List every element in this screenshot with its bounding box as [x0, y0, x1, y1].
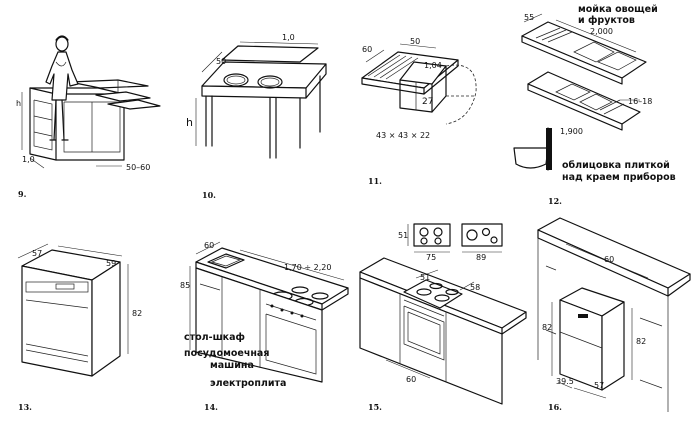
- fig12-tile-hatch: [546, 128, 552, 170]
- fig12-label-bottom: облицовка плиткой: [562, 160, 670, 171]
- fig11-dim-c: 1,04: [424, 61, 442, 70]
- fig12-label-bottom2: над краем приборов: [562, 172, 676, 183]
- fig13-dim-b: 59: [106, 259, 116, 268]
- fig12-number: 12.: [548, 196, 562, 206]
- fig12-label-top: мойка овощей: [578, 4, 658, 15]
- fig11-dim-e: 43 × 43 × 22: [376, 131, 430, 140]
- figure-11: 60 50 1,04 27 43 × 43 × 22 11.: [361, 37, 477, 186]
- fig14-number: 14.: [204, 402, 218, 412]
- fig16-dim-a: 60: [604, 255, 614, 264]
- fig15-dim-d: 51: [420, 273, 430, 282]
- fig16-dim-d: 39.5: [556, 377, 574, 386]
- fig13-dim-c: 82: [132, 309, 142, 318]
- fig9-dim-width: 50–60: [126, 163, 150, 172]
- fig16-dim-c: 82: [636, 337, 646, 346]
- figure-9: h 1,0 50–60 9.: [16, 35, 161, 199]
- fig11-number: 11.: [368, 176, 382, 186]
- fig14-label-stove: электроплита: [210, 378, 286, 389]
- fig15-dim-b: 75: [426, 253, 436, 262]
- fig12-counter-bottom: [527, 71, 641, 125]
- fig12-dim-b: 2,000: [590, 27, 613, 36]
- fig13-dim-a: 57: [32, 249, 42, 258]
- fig16-dim-b: 82: [542, 323, 552, 332]
- fig14-label-dishwasher: посудомоечная: [184, 348, 269, 359]
- fig9-woman: [45, 35, 79, 141]
- fig14-dim-c: 85: [180, 281, 190, 290]
- fig16-dim-e: 57: [594, 381, 604, 390]
- fig10-dim-h: h: [186, 116, 193, 129]
- fig13-number: 13.: [18, 402, 32, 412]
- figure-16: 60 82 82 39.5 57 16.: [537, 217, 691, 412]
- fig12-dim-a: 55: [524, 13, 534, 22]
- fig14-dim-a: 60: [204, 241, 214, 250]
- fig9-dim-depth: 1,0: [22, 155, 35, 164]
- fig16-counter: [537, 217, 691, 289]
- fig15-dim-a: 51: [398, 231, 408, 240]
- fig15-dim-e: 58: [470, 283, 480, 292]
- fig12-dim-c: 16–18: [628, 97, 652, 106]
- fig10-dim-a: 50: [216, 57, 226, 66]
- fig16-number: 16.: [548, 402, 562, 412]
- fig12-label-top2: и фруктов: [578, 15, 635, 26]
- fig15-hob-plan-4: [413, 223, 451, 247]
- fig13-front: [21, 265, 93, 377]
- fig15-dim-c: 89: [476, 253, 486, 262]
- fig9-dim-h: h: [16, 99, 21, 108]
- figure-12: 55 2,000 16–18 1,900 мойка овощей и фрук…: [513, 4, 676, 206]
- figure-14: 60 1,70 ÷ 2,20 85 стол-шкаф посудомоечна…: [180, 241, 349, 412]
- figure-13: 57 59 82 13.: [17, 243, 142, 412]
- fig15-dim-f: 60: [406, 375, 416, 384]
- figure-10: 50 1,0 h 10.: [186, 33, 327, 200]
- fig14-dim-b: 1,70 ÷ 2,20: [284, 263, 331, 272]
- fig14-label-machine: машина: [210, 360, 254, 371]
- fig9-number: 9.: [18, 189, 27, 199]
- fig10-number: 10.: [202, 190, 216, 200]
- fig11-dim-d: 27: [422, 97, 433, 107]
- fig11-dim-a: 60: [362, 45, 372, 54]
- fig12-dim-d: 1,900: [560, 127, 583, 136]
- fig15-number: 15.: [368, 402, 382, 412]
- fig10-dim-b: 1,0: [282, 33, 295, 42]
- figure-15: 51 75 89 51 58 60 15.: [359, 223, 527, 412]
- fig14-label-cabinet: стол-шкаф: [184, 332, 245, 343]
- fig11-dim-b: 50: [410, 37, 420, 46]
